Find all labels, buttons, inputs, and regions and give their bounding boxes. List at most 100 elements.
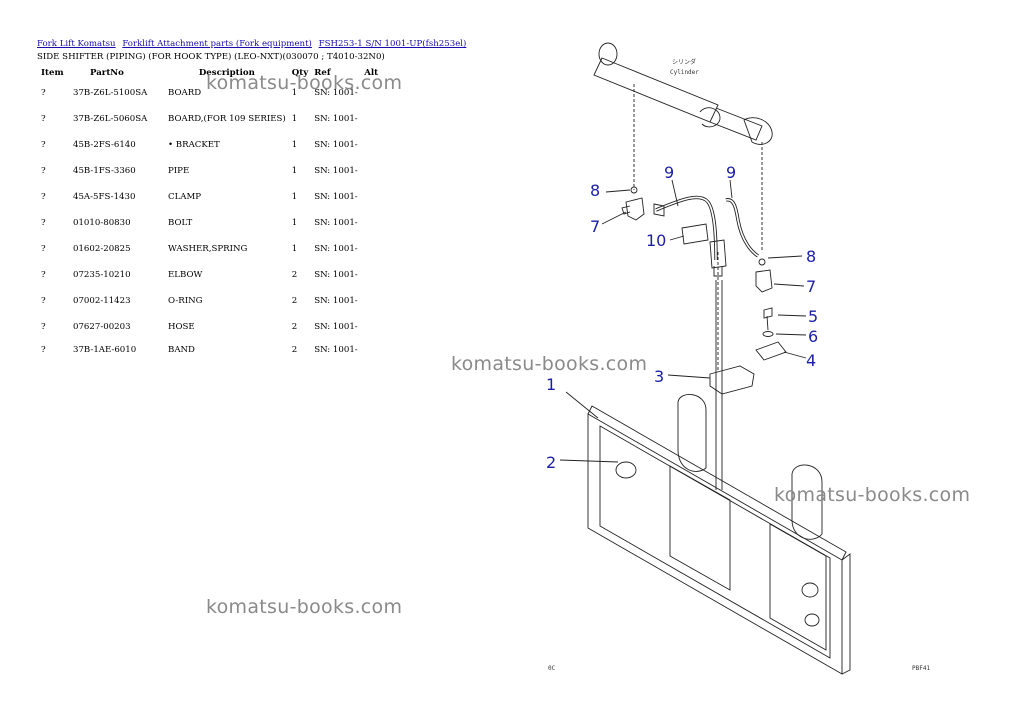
drawing-footer-left: 0C: [548, 665, 556, 672]
board-right-boss: [801, 582, 819, 598]
callout-7-right: 7: [806, 277, 816, 296]
board-right-hook: [791, 464, 823, 540]
cell-partno: 45B-1FS-3360: [73, 166, 136, 176]
leader-4: [783, 351, 807, 359]
cell-description: HOSE: [168, 322, 195, 332]
parts-diagram: シリンダ Cylinder 1 2 3 4 5 6 7 7 8 8 9 9 10…: [546, 42, 930, 675]
table-header-row: Item PartNo Description Qty Ref Alt: [37, 66, 387, 80]
cell-alt: [361, 210, 387, 236]
cell-alt: [361, 314, 387, 340]
table-row: ? 37B-1AE-6010 BAND 2 SN: 1001-: [37, 340, 387, 360]
cell-alt: [361, 340, 387, 360]
cell-description: ELBOW: [168, 270, 203, 280]
board-upper-hook: [677, 394, 707, 472]
cylinder-rod: [709, 107, 763, 141]
table-row: ? 45B-2FS-6140 • BRACKET 1 SN: 1001-: [37, 132, 387, 158]
cell-ref: SN: 1001-: [314, 166, 358, 176]
clamp: [755, 341, 787, 361]
table-row: ? 01602-20825 WASHER,SPRING 1 SN: 1001-: [37, 236, 387, 262]
table-row: ? 01010-80830 BOLT 1 SN: 1001-: [37, 210, 387, 236]
cell-item: ?: [41, 296, 46, 306]
breadcrumb-link-model[interactable]: FSH253-1 S/N 1001-UP(fsh253el): [318, 39, 467, 49]
leader-7-left: [601, 211, 627, 225]
leader-8-left: [605, 189, 631, 193]
cell-description: PIPE: [168, 166, 190, 176]
cell-description: BOARD: [168, 88, 202, 98]
parts-table: Item PartNo Description Qty Ref Alt ? 37…: [37, 66, 387, 360]
cylinder-body: [593, 57, 719, 123]
leader-8-right: [767, 255, 803, 259]
cell-qty: 1: [291, 88, 298, 98]
board-left-boss: [615, 461, 637, 479]
breadcrumb: Fork Lift Komatsu Forklift Attachment pa…: [37, 39, 470, 49]
table-row: ? 45B-1FS-3360 PIPE 1 SN: 1001-: [37, 158, 387, 184]
callout-4: 4: [806, 351, 816, 370]
cell-description: BAND: [168, 345, 195, 355]
cell-qty: 2: [291, 322, 298, 332]
cell-alt: [361, 262, 387, 288]
callout-5: 5: [808, 307, 818, 326]
watermark: komatsu-books.com: [206, 596, 403, 618]
cell-qty: 1: [291, 166, 298, 176]
callout-9-right: 9: [726, 163, 736, 182]
header-ref: Ref: [314, 68, 331, 78]
cell-alt: [361, 236, 387, 262]
callout-2: 2: [546, 453, 556, 472]
hose-fitting-left: [653, 203, 665, 217]
cell-ref: SN: 1001-: [314, 192, 358, 202]
cell-item: ?: [41, 166, 46, 176]
cell-item: ?: [41, 322, 46, 332]
header-description: Description: [198, 68, 255, 78]
board-inner-frame: [599, 425, 831, 659]
cell-ref: SN: 1001-: [314, 296, 358, 306]
cell-item: ?: [41, 218, 46, 228]
cylinder-label-en: Cylinder: [670, 69, 699, 76]
callout-3: 3: [654, 367, 664, 386]
cell-alt: [361, 158, 387, 184]
breadcrumb-link-attachment-parts[interactable]: Forklift Attachment parts (Fork equipmen…: [122, 39, 312, 49]
cell-item: ?: [41, 88, 46, 98]
board-center-plate: [669, 465, 731, 591]
cell-partno: 37B-Z6L-5060SA: [73, 114, 148, 124]
elbow-right: [755, 269, 773, 293]
bolt: [763, 307, 773, 331]
cell-description: CLAMP: [168, 192, 202, 202]
cell-alt: [361, 184, 387, 210]
table-row: ? 07235-10210 ELBOW 2 SN: 1001-: [37, 262, 387, 288]
cell-description: • BRACKET: [168, 140, 220, 150]
o-ring-right: [758, 258, 766, 266]
header-alt: Alt: [364, 68, 379, 78]
leader-5: [777, 314, 807, 317]
hose-left-inner: [655, 196, 717, 261]
board-right-boss-lower: [804, 613, 820, 627]
callout-8-left: 8: [590, 181, 600, 200]
leader-3: [667, 374, 711, 379]
cell-item: ?: [41, 244, 46, 254]
leader-1: [565, 391, 599, 419]
leader-9-left: [671, 179, 679, 207]
cell-qty: 1: [291, 140, 298, 150]
callout-6: 6: [808, 327, 818, 346]
callout-10: 10: [646, 231, 666, 250]
cell-ref: SN: 1001-: [314, 345, 358, 355]
leader-7-right: [773, 283, 805, 287]
table-row: ? 07002-11423 O-RING 2 SN: 1001-: [37, 288, 387, 314]
cell-ref: SN: 1001-: [314, 244, 358, 254]
breadcrumb-link-forklift-komatsu[interactable]: Fork Lift Komatsu: [37, 39, 116, 49]
bracket: [709, 365, 755, 395]
cell-alt: [361, 80, 387, 106]
hose-right-inner: [725, 198, 759, 257]
cell-partno: 01602-20825: [73, 244, 131, 254]
cell-partno: 07627-00203: [73, 322, 131, 332]
header-item: Item: [41, 68, 64, 78]
callout-1: 1: [546, 375, 556, 394]
cell-ref: SN: 1001-: [314, 88, 358, 98]
cylinder-end-cap: [598, 42, 618, 66]
cell-qty: 2: [291, 296, 298, 306]
cell-qty: 2: [291, 345, 298, 355]
header-partno: PartNo: [90, 68, 124, 78]
spring-washer: [762, 331, 774, 337]
cell-ref: SN: 1001-: [314, 322, 358, 332]
band-clamp: [681, 223, 709, 245]
leader-10: [669, 235, 685, 241]
